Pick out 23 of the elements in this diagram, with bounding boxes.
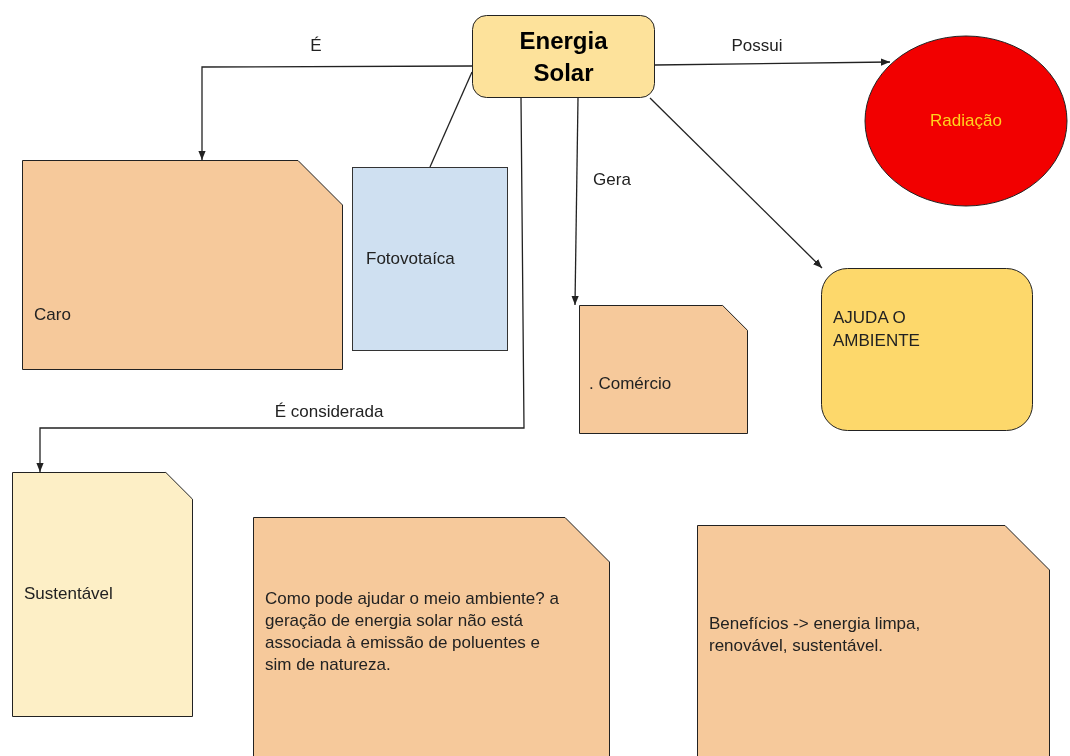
concept-box: [821, 268, 1033, 431]
note-box: [253, 517, 610, 756]
node-text: Caro: [34, 303, 71, 326]
concept-ellipse: [864, 35, 1068, 207]
note-box: [22, 160, 343, 370]
node-text: AJUDA O AMBIENTE: [833, 307, 921, 352]
arrow: [198, 65, 473, 161]
arrow: [654, 58, 891, 66]
node-text: Fotovotaíca: [366, 247, 455, 270]
node-text: Sustentável: [24, 583, 113, 606]
node-text: Radiação: [930, 109, 1002, 132]
note-box: [12, 472, 193, 717]
node-text: Benefícios -> energia limpa, renovável, sustentável.: [709, 612, 922, 657]
node-text: Como pode ajudar o meio ambiente? a geração de energia solar não está associada à emissão de poluentes e sim de natureza.: [265, 587, 560, 677]
concept-box: [352, 167, 508, 351]
note-box: [579, 305, 748, 434]
node-text: . Comércio: [589, 373, 672, 396]
note-box: [697, 525, 1050, 756]
arrow: [36, 97, 525, 473]
arrow: [649, 97, 823, 269]
title-text: Energia Solar: [518, 26, 609, 88]
arrow: [571, 97, 579, 306]
concept-box: [472, 15, 655, 98]
